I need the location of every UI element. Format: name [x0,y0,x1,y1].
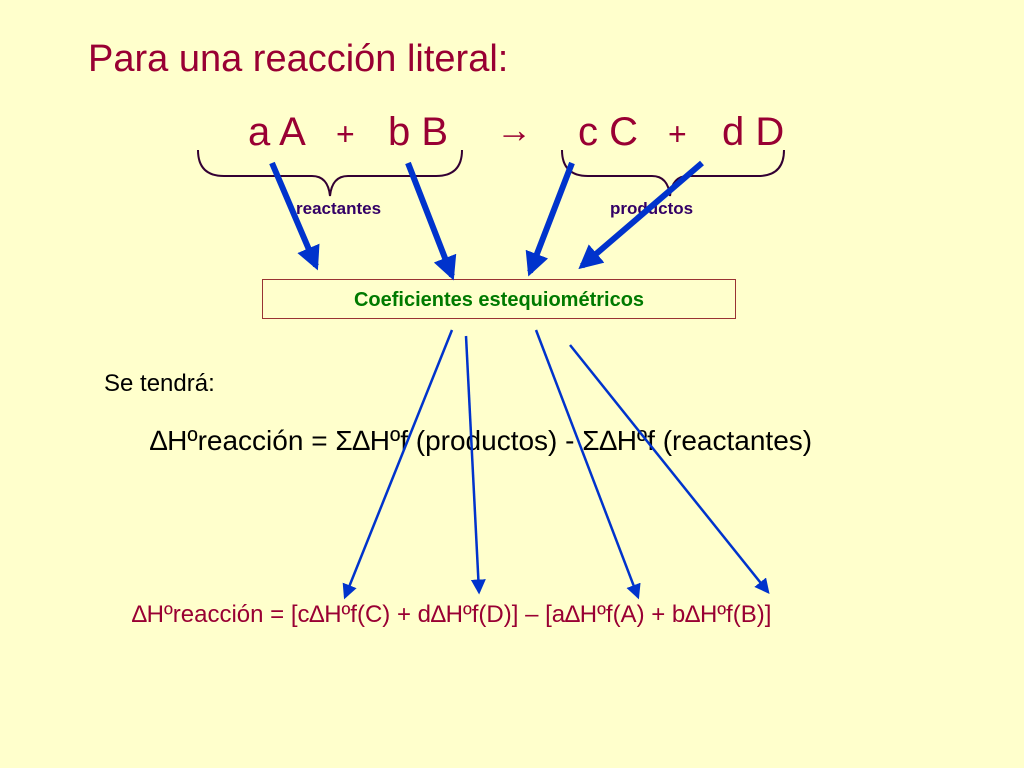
arrow-box-to-d [464,335,486,595]
specific-equation: ∆Hºreacción = [c∆Hºf(C) + d∆Hºf(D)] – [a… [132,601,772,628]
product-d-term: d D [722,110,785,154]
arrow-d-to-box [578,160,704,270]
arrow-b-to-box [405,161,457,281]
arrow-box-to-b [569,344,770,594]
coefficients-label: Coeficientes estequiométricos [353,289,645,311]
plus-sign-products: + [668,116,687,152]
reactant-a-term: a A [248,110,306,154]
reactants-label: reactantes [296,199,382,218]
arrow-c-to-box [525,161,575,277]
products-brace [561,149,785,197]
general-equation: ∆Hºreacción = Σ∆Hºf (productos) - Σ∆Hºf … [150,425,813,456]
arrow-box-to-a [534,329,641,600]
arrow-a-to-box [269,161,320,271]
right-arrow-icon: → [496,109,532,150]
arrow-box-to-c [342,329,454,600]
product-c-term: c C [578,110,638,154]
intro-text: Se tendrá: [104,370,215,397]
slide-title: Para una reacción literal: [88,38,509,80]
reactants-brace [197,149,463,197]
reactant-b-term: b B [388,110,449,154]
coefficients-box: Coeficientes estequiométricos [262,279,736,319]
plus-sign-reactants: + [336,116,355,152]
